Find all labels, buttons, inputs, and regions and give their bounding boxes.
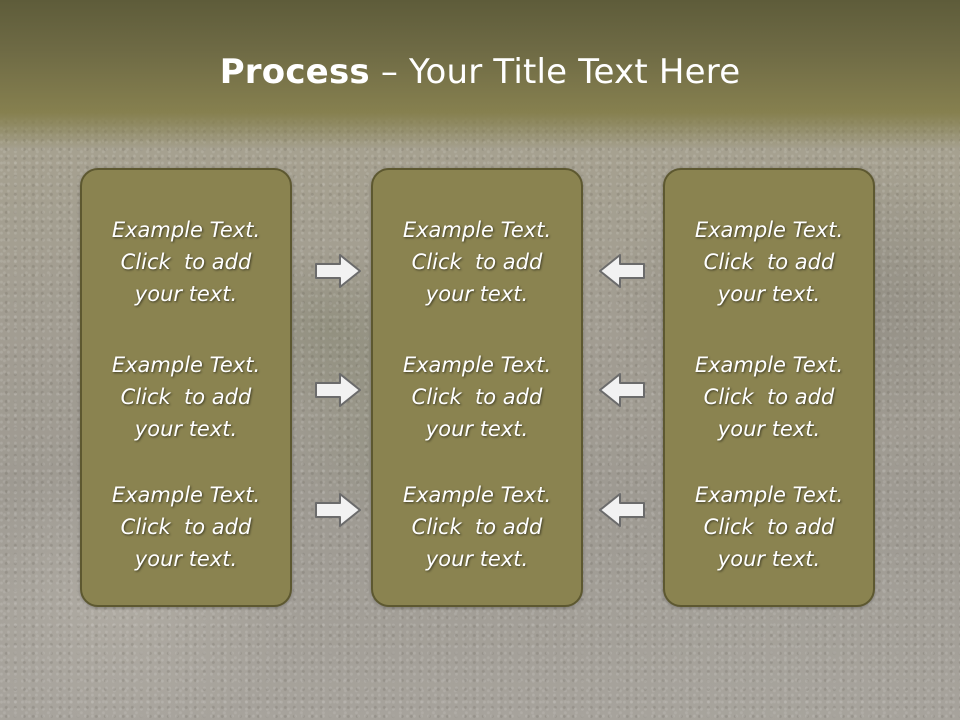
text-line: Example Text. [402,483,552,507]
text-line: Click to add [120,385,252,409]
text-line: Example Text. [111,218,261,242]
text-line: your text. [717,417,821,441]
text-placeholder[interactable]: Example Text. Click to add your text. [665,479,873,575]
text-line: Example Text. [694,218,844,242]
text-line: Example Text. [402,353,552,377]
text-placeholder[interactable]: Example Text. Click to add your text. [82,479,290,575]
title-rest-text: – Your Title Text Here [369,52,741,92]
process-box-middle[interactable]: Example Text. Click to add your text. Ex… [371,168,583,607]
text-line: your text. [425,417,529,441]
text-line: Click to add [411,515,543,539]
text-line: your text. [134,417,238,441]
text-line: your text. [717,547,821,571]
text-placeholder[interactable]: Example Text. Click to add your text. [665,214,873,310]
title-bold-text: Process [219,52,370,92]
text-placeholder[interactable]: Example Text. Click to add your text. [665,349,873,445]
arrow-right-icon[interactable] [314,252,362,290]
text-line: your text. [425,282,529,306]
text-line: Click to add [703,515,835,539]
arrow-left-icon[interactable] [598,491,646,529]
text-placeholder[interactable]: Example Text. Click to add your text. [373,479,581,575]
text-line: Example Text. [402,218,552,242]
text-line: Click to add [411,250,543,274]
arrow-left-icon[interactable] [598,252,646,290]
process-box-left[interactable]: Example Text. Click to add your text. Ex… [80,168,292,607]
text-line: Example Text. [694,353,844,377]
text-line: your text. [134,547,238,571]
text-placeholder[interactable]: Example Text. Click to add your text. [373,214,581,310]
text-line: your text. [134,282,238,306]
text-line: your text. [425,547,529,571]
text-line: Click to add [411,385,543,409]
slide-title[interactable]: Process – Your Title Text Here [0,52,960,92]
process-box-right[interactable]: Example Text. Click to add your text. Ex… [663,168,875,607]
arrow-left-icon[interactable] [598,371,646,409]
text-line: Example Text. [111,483,261,507]
arrow-right-icon[interactable] [314,371,362,409]
arrow-right-icon[interactable] [314,491,362,529]
text-line: your text. [717,282,821,306]
title-band [0,0,960,150]
text-line: Click to add [120,250,252,274]
text-line: Click to add [703,250,835,274]
text-placeholder[interactable]: Example Text. Click to add your text. [82,349,290,445]
text-line: Example Text. [111,353,261,377]
text-line: Example Text. [694,483,844,507]
text-placeholder[interactable]: Example Text. Click to add your text. [373,349,581,445]
text-placeholder[interactable]: Example Text. Click to add your text. [82,214,290,310]
text-line: Click to add [703,385,835,409]
text-line: Click to add [120,515,252,539]
